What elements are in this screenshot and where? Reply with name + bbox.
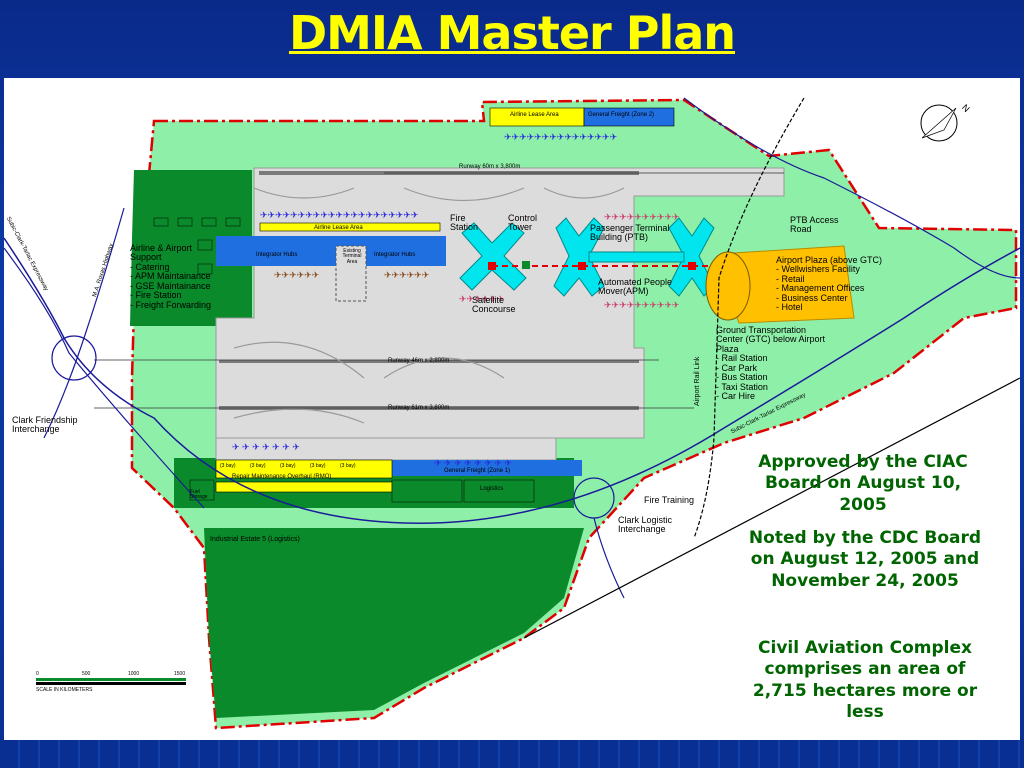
gtc-item: - Bus Station [716, 372, 768, 383]
label-bay-3: (3 bay) [280, 463, 296, 469]
label-satellite: Satellite Concourse [472, 295, 516, 315]
label-integrator-hubs-2: Integrator Hubs [374, 252, 416, 258]
label-general-freight-zone1: General Freight (Zone 1) [444, 468, 511, 474]
svg-text:✈ ✈ ✈ ✈ ✈ ✈ ✈: ✈ ✈ ✈ ✈ ✈ ✈ ✈ [232, 442, 300, 452]
scte-expressway [4, 237, 1020, 524]
rmo-strip [215, 481, 393, 493]
label-runway-1: Runway 60m x 3,800m [459, 164, 521, 170]
page-title: DMIA Master Plan [288, 6, 736, 60]
svg-text:✈ ✈ ✈ ✈ ✈ ✈ ✈ ✈: ✈ ✈ ✈ ✈ ✈ ✈ ✈ ✈ [434, 458, 512, 468]
label-rmo: Repair Maintenance Overhaul (RMO) [232, 474, 332, 480]
svg-text:✈✈✈✈✈✈: ✈✈✈✈✈✈ [459, 294, 505, 304]
gtc-block: Ground Transportation Center (GTC) below… [716, 325, 834, 402]
label-apm: Automated People Mover(APM) [598, 277, 673, 297]
svg-text:✈✈✈✈✈✈✈✈✈✈: ✈✈✈✈✈✈✈✈✈✈ [604, 300, 680, 310]
industrial-estate-area [204, 528, 584, 718]
plaza-item: - Business Center [776, 292, 848, 303]
gtc-heading: Ground Transportation Center (GTC) below… [716, 325, 826, 354]
rmo-bays [215, 459, 393, 479]
ptb-concourse-west [553, 217, 605, 297]
airline-lease-mid [259, 222, 441, 232]
runway-2 [219, 360, 639, 363]
label-bay-2: (3 bay) [250, 463, 266, 469]
label-fuel-storage: Fuel Storage [190, 489, 208, 501]
gtc-item: - Car Park [716, 362, 758, 373]
note-approved: Approved by the CIAC Board on August 10,… [758, 452, 968, 515]
plaza-item: - Wellwishers Facility [776, 264, 860, 275]
support-heading: Airline & Airport Support [130, 243, 193, 263]
label-general-freight-zone2: General Freight (Zone 2) [588, 112, 655, 118]
label-airport-rail-link: Airport Rail Link [694, 356, 701, 406]
label-control-tower: Control Tower [508, 213, 538, 233]
label-existing-terminal: Existing Terminal Area [342, 248, 362, 265]
airport-rail-link [693, 97, 805, 539]
satellite-concourse [459, 222, 527, 291]
plaza-item: - Retail [776, 273, 805, 284]
integrator-hubs-band [216, 236, 446, 266]
label-fire-station: Fire Station [450, 213, 479, 233]
svg-text:✈✈✈✈✈✈: ✈✈✈✈✈✈ [274, 270, 320, 280]
label-fire-training: Fire Training [644, 495, 695, 505]
scale-tick: 500 [82, 671, 91, 677]
gtc-item: - Car Hire [716, 391, 756, 402]
label-integrator-hubs-1: Integrator Hubs [256, 252, 298, 258]
master-plan-map: ✈✈✈✈✈✈✈✈✈✈✈✈✈✈✈ ✈✈✈✈✈✈✈✈✈✈✈✈✈✈✈✈✈✈✈✈✈ ✈ … [4, 78, 1020, 740]
control-tower [522, 261, 530, 269]
ptb-building [588, 251, 685, 263]
label-runway-3: Runway 61m x 3,800m [388, 405, 450, 411]
note-noted: Noted by the CDC Board on August 12, 200… [748, 528, 982, 591]
plaza-heading: Airport Plaza (above GTC) [776, 255, 883, 265]
scale-tick: 1500 [174, 671, 186, 677]
label-airline-lease-mid: Airline Lease Area [314, 225, 363, 231]
scale-tick: 0 [36, 671, 39, 677]
scale-tick: 1000 [128, 671, 140, 677]
support-item: - Fire Station [130, 290, 182, 301]
svg-text:✈✈✈✈✈✈: ✈✈✈✈✈✈ [384, 270, 430, 280]
plaza-item: - Hotel [776, 302, 803, 313]
support-block: Airline & Airport Support - Catering - A… [130, 243, 220, 310]
general-freight-zone1 [392, 460, 582, 476]
gtc-item: - Rail Station [716, 353, 768, 364]
friendship-interchange [51, 335, 97, 381]
svg-text:✈✈✈✈✈✈✈✈✈✈✈✈✈✈✈✈✈✈✈✈✈: ✈✈✈✈✈✈✈✈✈✈✈✈✈✈✈✈✈✈✈✈✈ [260, 210, 419, 220]
label-clark-logistic: Clark Logistic Interchange [618, 515, 673, 535]
label-bay-1: (3 bay) [220, 463, 236, 469]
plaza-item: - Management Offices [776, 283, 865, 294]
gtc-loop [705, 251, 751, 321]
label-clark-friendship: Clark Friendship Interchange [12, 415, 78, 435]
label-ptb: Passenger Terminal Building (PTB) [590, 223, 670, 243]
label-industrial-estate: Industrial Estate 5 (Logistics) [210, 536, 300, 543]
existing-terminal-area [335, 245, 367, 302]
label-ptb-access: PTB Access Road [790, 215, 839, 235]
support-area [130, 170, 252, 326]
plaza-block: Airport Plaza (above GTC) - Wellwishers … [776, 255, 883, 313]
scale-bar [36, 678, 186, 681]
note-area: Civil Aviation Complex comprises an area… [752, 638, 978, 722]
scale-label: SCALE IN KILOMETERS [36, 687, 93, 693]
label-bay-5: (3 bay) [340, 463, 356, 469]
support-item: - Catering [130, 261, 170, 272]
map-drawing: ✈✈✈✈✈✈✈✈✈✈✈✈✈✈✈ ✈✈✈✈✈✈✈✈✈✈✈✈✈✈✈✈✈✈✈✈✈ ✈ … [4, 97, 1020, 730]
label-bay-4: (3 bay) [310, 463, 326, 469]
label-airline-lease-top: Airline Lease Area [510, 112, 559, 118]
svg-text:✈✈✈✈✈✈✈✈✈✈: ✈✈✈✈✈✈✈✈✈✈ [604, 212, 680, 222]
label-runway-2: Runway 46m x 2,800m [388, 358, 450, 364]
general-freight-zone2 [583, 107, 675, 127]
gtc-item: - Taxi Station [716, 381, 768, 392]
support-item: - APM Maintainance [130, 271, 211, 282]
label-logistics: Logistics [480, 486, 504, 492]
support-item: - GSE Maintainance [130, 280, 211, 291]
svg-text:✈✈✈✈✈✈✈✈✈✈✈✈✈✈✈: ✈✈✈✈✈✈✈✈✈✈✈✈✈✈✈ [504, 132, 618, 142]
airfield-apron [215, 167, 785, 439]
footer-pattern [0, 740, 1024, 768]
support-item: - Freight Forwarding [130, 299, 212, 310]
